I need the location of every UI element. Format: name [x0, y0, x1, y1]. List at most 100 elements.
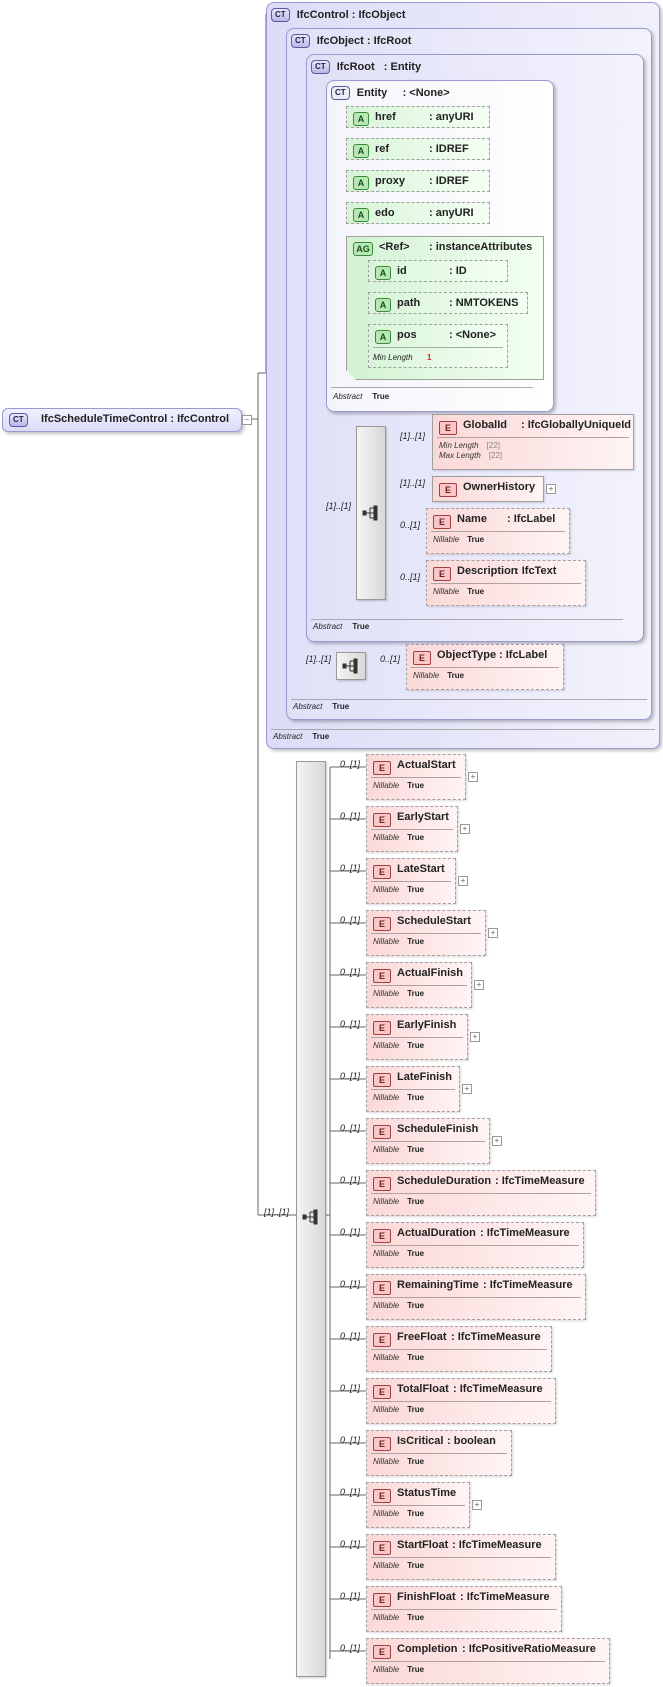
nillable-value: True: [407, 781, 425, 790]
attribute-name: ref: [375, 143, 390, 155]
facet-label: Max Length: [439, 451, 481, 460]
attribute-proxy[interactable]: A proxy : IDREF: [346, 170, 490, 192]
element-cardinality: 0..[1]: [340, 759, 361, 769]
nillable-label: Nillable: [373, 885, 400, 894]
element-badge: E: [439, 483, 457, 497]
attribute-edo[interactable]: A edo : anyURI: [346, 202, 490, 224]
element-type: : IfcLabel: [499, 649, 548, 661]
nillable-value: True: [407, 1457, 425, 1466]
element-globalid[interactable]: E GlobalId : IfcGloballyUniqueId Min Len…: [432, 414, 634, 470]
expand-toggle[interactable]: +: [458, 876, 468, 886]
element-name: ObjectType: [437, 649, 497, 661]
nillable-value: True: [407, 1665, 425, 1674]
element-name: ScheduleStart: [397, 915, 471, 927]
expand-toggle[interactable]: +: [546, 484, 556, 494]
attribute-type: : NMTOKENS: [449, 297, 519, 309]
nillable-label: Nillable: [373, 1561, 400, 1570]
attribute-path[interactable]: A path : NMTOKENS: [368, 292, 528, 314]
attribute-badge: A: [353, 176, 369, 190]
nillable-value: True: [407, 1353, 425, 1362]
expand-toggle[interactable]: +: [474, 980, 484, 990]
sequence-cardinality: [1]..[1]: [326, 501, 352, 511]
expand-toggle[interactable]: +: [492, 1136, 502, 1146]
expand-toggle[interactable]: +: [462, 1084, 472, 1094]
element-cardinality: 0..[1]: [400, 520, 421, 530]
nillable-value: True: [407, 1197, 425, 1206]
attribute-badge: A: [353, 144, 369, 158]
facet-label: Min Length: [439, 441, 479, 450]
attribute-id[interactable]: A id : ID: [368, 260, 508, 282]
element-badge: E: [373, 1333, 391, 1347]
element-name: OwnerHistory: [463, 481, 536, 493]
nillable-label: Nillable: [373, 1041, 400, 1050]
element-name: Name: [457, 513, 487, 525]
element-cardinality: 0..[1]: [340, 915, 361, 925]
attribute-name: pos: [397, 329, 417, 341]
ifcroot-label: IfcRoot : Entity: [336, 60, 422, 73]
element-name: TotalFloat: [397, 1383, 449, 1395]
attribute-href[interactable]: A href : anyURI: [346, 106, 490, 128]
collapse-toggle[interactable]: −: [242, 415, 252, 425]
nillable-value: True: [407, 1613, 425, 1622]
element-badge: E: [373, 1021, 391, 1035]
element-cardinality: 0..[1]: [340, 1071, 361, 1081]
element-name: RemainingTime: [397, 1279, 479, 1291]
element-cardinality: 0..[1]: [340, 1019, 361, 1029]
attribute-name: edo: [375, 207, 395, 219]
expand-toggle[interactable]: +: [468, 772, 478, 782]
abstract-value: True: [332, 702, 350, 711]
main-sequence-box[interactable]: [296, 761, 326, 1677]
element-name: ActualDuration: [397, 1227, 476, 1239]
element-cardinality: [1]..[1]: [400, 431, 426, 441]
expand-toggle[interactable]: +: [488, 928, 498, 938]
nillable-label: Nillable: [433, 535, 460, 544]
attribute-ref[interactable]: A ref : IDREF: [346, 138, 490, 160]
element-type: : IfcPositiveRatioMeasure: [462, 1643, 596, 1655]
abstract-label: Abstract: [333, 392, 363, 401]
expand-toggle[interactable]: +: [470, 1032, 480, 1042]
facet-value: [22]: [486, 441, 500, 450]
element-name: ScheduleFinish: [397, 1123, 479, 1135]
element-cardinality: 0..[1]: [340, 1435, 361, 1445]
nillable-value: True: [407, 1405, 425, 1414]
element-ownerhistory[interactable]: E OwnerHistory: [432, 476, 544, 502]
expand-toggle[interactable]: +: [472, 1500, 482, 1510]
complex-type-badge: CT: [9, 413, 28, 427]
expand-toggle[interactable]: +: [460, 824, 470, 834]
element-badge: E: [373, 813, 391, 827]
element-badge: E: [373, 1281, 391, 1295]
abstract-label: Abstract: [313, 622, 343, 631]
element-name: Completion: [397, 1643, 458, 1655]
element-name: GlobalId: [463, 419, 507, 431]
nillable-label: Nillable: [373, 1613, 400, 1622]
complex-type-badge: CT: [271, 8, 290, 22]
element-cardinality: 0..[1]: [340, 1539, 361, 1549]
nillable-label: Nillable: [373, 1301, 400, 1310]
root-element-box[interactable]: CT IfcScheduleTimeControl : IfcControl: [2, 408, 242, 432]
attribute-name: proxy: [375, 175, 405, 187]
attribute-pos[interactable]: A pos : <None> Min Length 1: [368, 324, 508, 368]
attribute-name: id: [397, 265, 407, 277]
element-badge: E: [373, 1489, 391, 1503]
